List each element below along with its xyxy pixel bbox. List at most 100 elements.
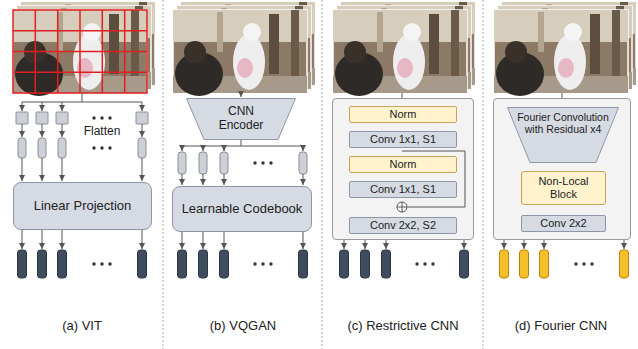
node-text: Linear Projection — [30, 199, 136, 214]
wire — [386, 240, 387, 249]
ellipsis-dot — [92, 146, 95, 149]
output-token — [299, 250, 308, 278]
conv-box: Conv 1x1, S1 — [349, 181, 457, 198]
wire — [62, 230, 63, 249]
wire — [182, 146, 183, 151]
wire — [22, 230, 23, 249]
wire — [22, 102, 142, 103]
encoder-trapezoid: CNN Encoder — [186, 98, 296, 140]
conv-box: Conv 1x1, S1 — [349, 131, 457, 148]
flat-token — [18, 138, 26, 158]
ellipsis-dot — [431, 262, 434, 265]
photo — [494, 10, 628, 96]
ellipsis-dot — [253, 262, 256, 265]
node-text: Norm — [386, 108, 421, 121]
wire — [62, 158, 63, 181]
flat-token — [38, 138, 46, 158]
node-text: Learnable Codebook — [178, 202, 307, 217]
flat-token — [58, 138, 66, 158]
patch-grid — [13, 10, 147, 93]
ellipsis-dot — [590, 262, 593, 265]
wire — [464, 240, 465, 249]
wire — [142, 102, 143, 111]
wire — [203, 174, 204, 185]
output-token — [340, 250, 349, 278]
wire — [62, 102, 63, 111]
ellipsis-dot — [92, 262, 95, 265]
wire — [142, 230, 143, 249]
ellipsis-dot — [582, 262, 585, 265]
output-token — [220, 250, 229, 278]
node-text: Norm — [386, 158, 421, 171]
patch-token — [136, 112, 148, 124]
wire — [344, 240, 345, 249]
ellipsis-dot — [269, 161, 272, 164]
output-token — [178, 250, 187, 278]
photo — [173, 10, 307, 96]
output-token — [361, 250, 370, 278]
wire — [203, 146, 204, 151]
ellipsis-dot — [92, 116, 95, 119]
sum-symbol — [397, 202, 407, 212]
separator — [163, 0, 164, 349]
feature-token — [220, 152, 228, 174]
wire — [42, 158, 43, 181]
photo — [333, 10, 467, 96]
wire — [82, 93, 83, 102]
feature-token — [178, 152, 186, 174]
sum-symbol — [402, 202, 403, 212]
output-token — [199, 250, 208, 278]
flat-token — [138, 138, 146, 158]
output-token — [500, 250, 509, 278]
trapezoid-shape — [187, 99, 296, 140]
residual-line — [402, 151, 465, 207]
node-text: CNN Encoder — [213, 105, 269, 133]
ellipsis-dot — [108, 116, 111, 119]
output-token — [38, 250, 47, 278]
wire — [182, 174, 183, 185]
fourier-trapezoid: Fourier Convolution with Residual x4 — [507, 107, 619, 163]
conv-box: Conv 2x2 — [521, 215, 606, 232]
module-panel: Fourier Convolution with Residual x4 Non-… — [493, 98, 631, 240]
wire — [42, 102, 43, 111]
ellipsis-dot — [574, 262, 577, 265]
output-token — [520, 250, 529, 278]
output-token — [540, 250, 549, 278]
wire — [241, 93, 242, 97]
output-token — [138, 250, 147, 278]
codebook-box: Learnable Codebook — [172, 186, 312, 232]
wire — [624, 240, 625, 249]
wire — [241, 140, 242, 146]
panel-caption: (a) VIT — [2, 318, 162, 334]
conv-box: Conv 2x2, S2 — [349, 217, 457, 234]
wire — [142, 124, 143, 137]
wire — [62, 124, 63, 137]
ellipsis-dot — [100, 262, 103, 265]
ellipsis-dot — [108, 146, 111, 149]
wire — [22, 158, 23, 181]
ellipsis-dot — [423, 262, 426, 265]
node-text: Conv 1x1, S1 — [366, 133, 440, 146]
node-text: Conv 2x2 — [536, 217, 590, 230]
wire — [504, 240, 505, 249]
wire — [524, 240, 525, 249]
wire — [303, 174, 304, 185]
wire — [182, 232, 183, 249]
output-token — [382, 250, 391, 278]
panel-caption: (c) Restrictive CNN — [325, 318, 481, 334]
patch-token — [56, 112, 68, 124]
wire — [224, 232, 225, 249]
feature-token — [199, 152, 207, 174]
wire — [203, 232, 204, 249]
ellipsis-dot — [108, 262, 111, 265]
ellipsis-dot — [261, 161, 264, 164]
trapezoid-shape — [508, 108, 619, 163]
nonlocal-box: Non-Local Block — [521, 171, 606, 205]
separator — [483, 0, 484, 349]
norm-box: Norm — [349, 106, 457, 123]
ellipsis-dot — [100, 146, 103, 149]
output-token — [460, 250, 469, 278]
output-token — [58, 250, 67, 278]
flatten-label: Flatten — [72, 124, 132, 138]
